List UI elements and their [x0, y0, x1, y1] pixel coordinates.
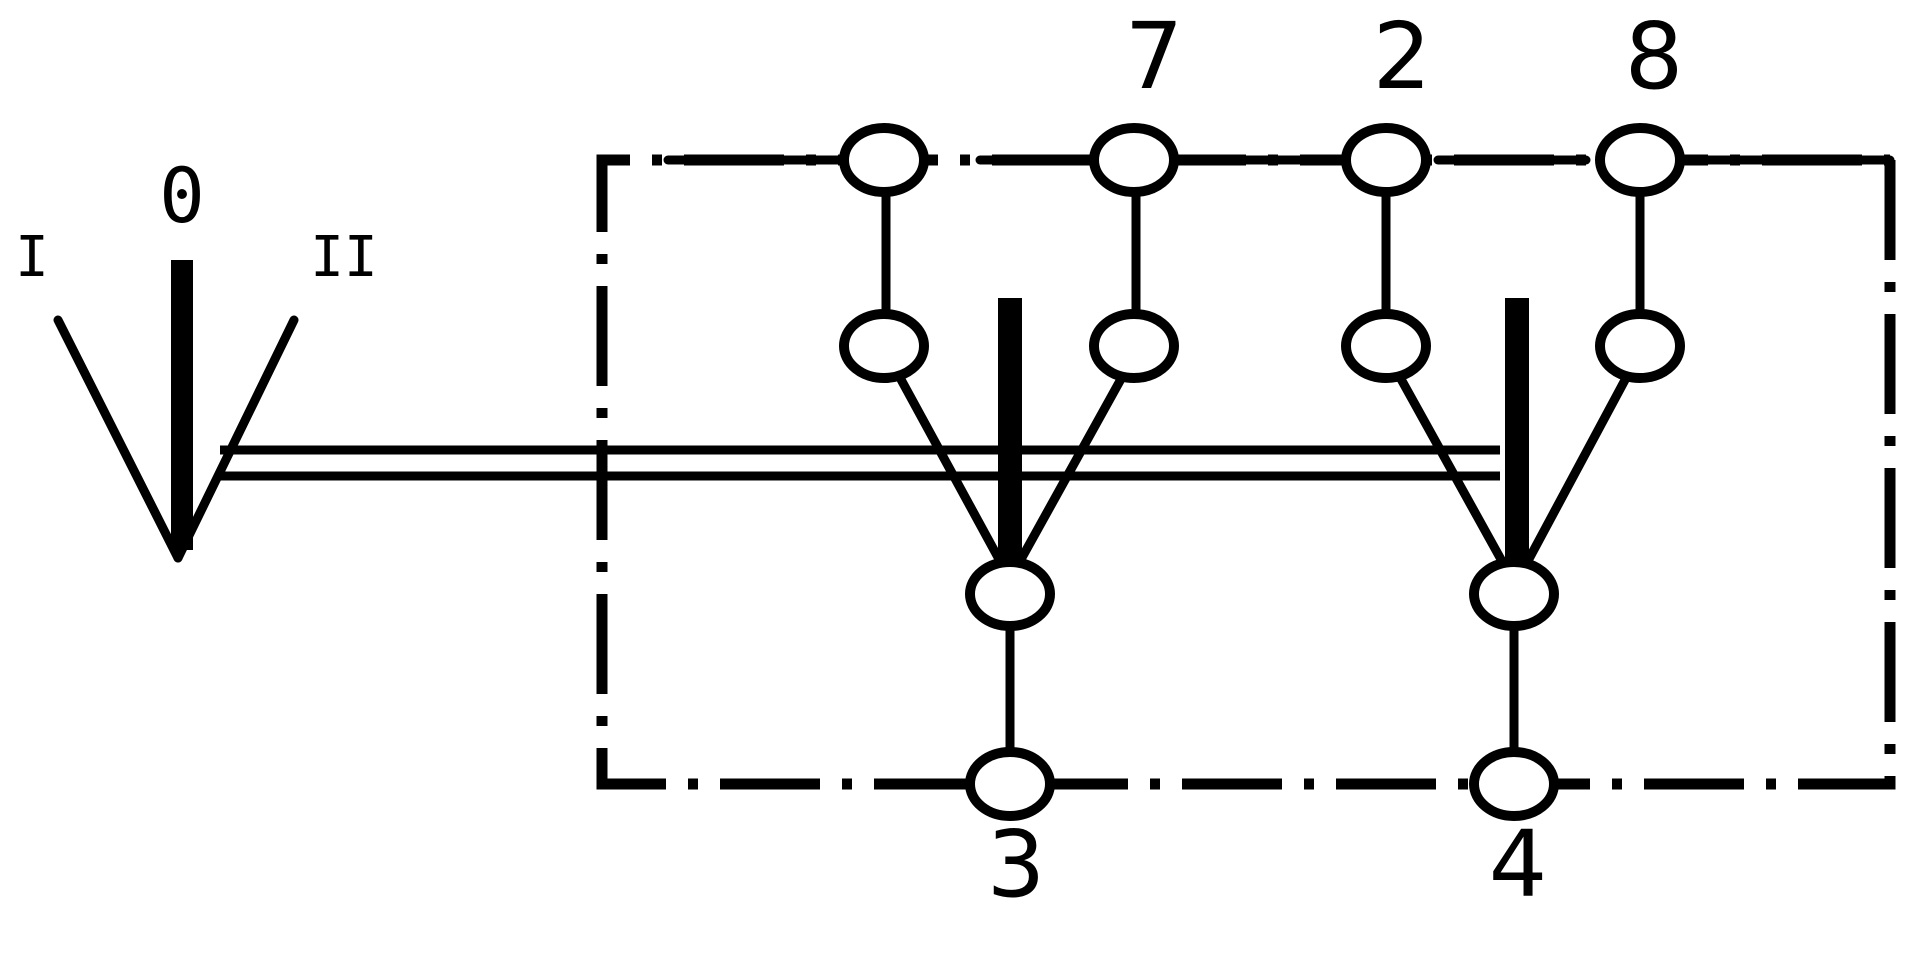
terminal-bottom-3	[965, 747, 1055, 821]
position-label-I: I	[15, 225, 49, 290]
contact-mid-3	[1341, 309, 1431, 383]
terminal-label-4: 4	[1489, 811, 1548, 918]
lever-left-arm	[53, 315, 183, 563]
common-contact-right	[1469, 557, 1559, 631]
terminal-bottom-4	[1469, 747, 1559, 821]
switch-lever-symbol	[53, 260, 299, 563]
lever-right-arm	[173, 315, 299, 563]
terminal-label-3: 3	[987, 811, 1046, 918]
contact-mid-1	[839, 309, 929, 383]
contact-bar-right	[1505, 298, 1529, 560]
wiring	[663, 155, 1895, 757]
terminal-label-8: 8	[1625, 3, 1684, 110]
contact-bar-left	[998, 298, 1022, 560]
terminal-top-2	[1341, 123, 1431, 197]
position-label-0: 0	[159, 151, 205, 240]
terminal-circles	[839, 123, 1685, 821]
position-label-II: II	[310, 225, 377, 290]
contact-mid-2	[1089, 309, 1179, 383]
mechanical-linkage	[220, 445, 1500, 481]
terminal-top-8	[1595, 123, 1685, 197]
terminal-label-2: 2	[1373, 3, 1432, 110]
terminal-top-blank	[839, 123, 929, 197]
terminal-top-7	[1089, 123, 1179, 197]
terminal-label-7: 7	[1125, 3, 1184, 110]
common-contact-left	[965, 557, 1055, 631]
contact-mid-4	[1595, 309, 1685, 383]
